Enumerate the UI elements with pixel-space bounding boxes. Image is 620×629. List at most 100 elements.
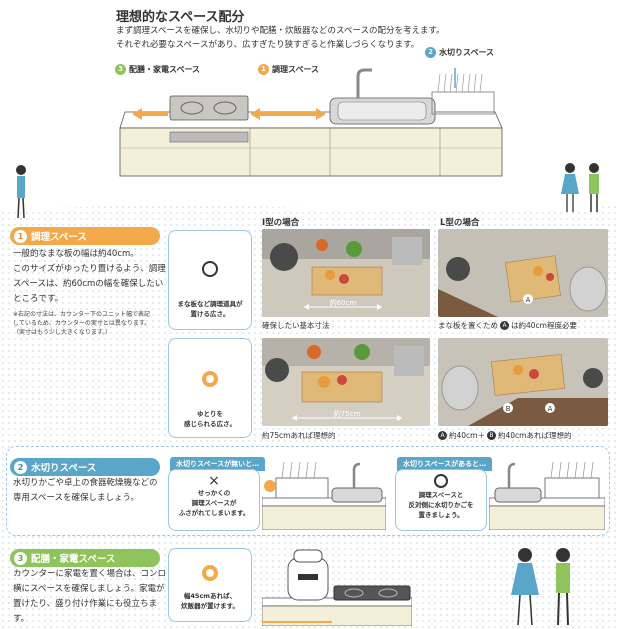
section-1-note: ※右記の寸法は、カウンター下のユニット幅で表記 しているため、カウンターの実寸と… [13, 310, 168, 337]
label-draining-space: 2 水切りスペース [425, 47, 494, 58]
photo-i-type-60cm: 約60cm [262, 229, 430, 317]
photo-i-type-75cm: 約75cm [262, 338, 430, 426]
section-2-body: 水切りかごや卓上の食器乾燥機などの 専用スペースを確保しましょう。 [13, 476, 173, 506]
double-circle-mark-icon [202, 565, 218, 581]
tag-with-draining: 水切りスペースがあると… [397, 457, 493, 471]
intro-line-2: それぞれ必要なスペースがあり、広すぎたり狭すぎると作業しづらくなります。 [116, 40, 420, 50]
tag-without-draining: 水切りスペースが無いと… [170, 457, 266, 471]
photo-i-type-60cm-caption: 確保したい基本寸法 [262, 321, 330, 330]
body-line: 置けたり、盛り付け作業にも役立ちます。 [13, 599, 158, 624]
people-pair-bottom-right-illustration [511, 548, 570, 626]
caption-line: 感じられる広さ。 [184, 420, 236, 428]
illustration-without-draining [262, 461, 386, 530]
body-line: スペースは、約60cmの幅を確保したい [13, 279, 164, 289]
caption-text: まな板を置くため [438, 321, 498, 330]
number-badge: 2 [425, 47, 436, 58]
photo-i-type-75cm-caption: 約75cmあれば理想的 [262, 431, 336, 440]
circle-mark-icon [202, 261, 218, 277]
photo-l-type-80cm: B A [438, 338, 608, 426]
case-i-type-title: I型の場合 [262, 218, 300, 228]
card-basic-space: まな板など調理道具が 置ける広さ。 [168, 230, 252, 330]
body-line: カウンターに家電を置く場合は、コンロ [13, 569, 167, 579]
marker-a-badge: A [438, 431, 447, 440]
marker-a: A [526, 296, 531, 304]
photo-l-type-80cm-illustration: B A [438, 338, 608, 426]
case-l-type-title: L型の場合 [440, 218, 480, 228]
section-1-banner: 1 調理スペース [10, 227, 160, 245]
dimension-label: 約75cm [334, 409, 361, 418]
caption-text: は約40cm程度必要 [511, 321, 577, 330]
number-badge: 1 [258, 64, 269, 75]
caption-line: せっかくの [197, 489, 231, 497]
person-woman-left-illustration [16, 165, 26, 219]
photo-l-type-40cm-caption: まな板を置くため A は約40cm程度必要 [438, 320, 577, 331]
photo-l-type-40cm-illustration: A [438, 229, 608, 317]
page-title: 理想的なスペース配分 [116, 10, 245, 25]
body-line: このサイズがゆったり置けるよう、調理 [13, 264, 166, 274]
section-number: 1 [14, 229, 27, 243]
photo-l-type-40cm: A [438, 229, 608, 317]
label-text: 水切りスペース [439, 48, 495, 57]
photo-i-type-60cm-illustration: 約60cm [262, 229, 430, 317]
note-line: （実寸はもう少し大きくなります。） [13, 329, 112, 336]
card-caption: まな板など調理道具が 置ける広さ。 [169, 299, 251, 319]
caption-text: 約40cmあれば理想的 [497, 431, 572, 440]
caption-text: 約40cm＋ [449, 431, 485, 440]
caption-line: 置ける広さ。 [190, 310, 230, 318]
double-circle-mark-icon [202, 371, 218, 387]
body-line: 水切りかごや卓上の食器乾燥機などの [13, 478, 158, 488]
note-line: しているため、カウンターの実寸とは異なります。 [13, 320, 151, 327]
body-line: 一般的なまな板の幅は約40cm。 [13, 249, 139, 259]
section-number: 3 [14, 551, 27, 565]
label-serving-space: 3 配膳・家電スペース [115, 64, 200, 75]
caption-line: 置きましょう。 [418, 511, 464, 519]
circle-mark-icon [434, 474, 448, 488]
card-caption: 幅45cmあれば、 炊飯器が置けます。 [169, 591, 251, 611]
section-3-banner: 3 配膳・家電スペース [10, 549, 160, 567]
intro-text: まず調理スペースを確保し、水切りや配膳・炊飯器などのスペースの配分を考えます。 … [116, 24, 445, 52]
marker-b-badge: B [486, 431, 496, 440]
card-caption: せっかくの 調理スペースが ふさがれてしまいます。 [169, 488, 259, 518]
caption-line: ゆとりを [197, 410, 223, 418]
section-title: 調理スペース [31, 232, 87, 243]
caption-line: まな板など調理道具が [177, 300, 243, 308]
number-badge: 3 [115, 64, 126, 75]
card-with-draining: 調理スペースと 反対側に水切りかごを 置きましょう。 [395, 469, 487, 531]
dimension-label: 約60cm [330, 298, 357, 307]
photo-i-type-75cm-illustration: 約75cm [262, 338, 430, 426]
section-3-body: カウンターに家電を置く場合は、コンロ 横にスペースを確保しましょう。家電が 置け… [13, 567, 173, 627]
caption-line: 調理スペースが [191, 499, 237, 507]
card-caption: ゆとりを 感じられる広さ。 [169, 409, 251, 429]
illustration-rice-cooker [262, 549, 412, 626]
marker-b: B [506, 405, 511, 413]
label-cooking-space: 1 調理スペース [258, 64, 319, 75]
photo-l-type-80cm-caption: A 約40cm＋ B 約40cmあれば理想的 [438, 430, 571, 441]
label-text: 調理スペース [272, 65, 320, 74]
card-comfortable-space: ゆとりを 感じられる広さ。 [168, 338, 252, 438]
section-1-body: 一般的なまな板の幅は約40cm。 このサイズがゆったり置けるよう、調理 スペース… [13, 247, 168, 307]
section-2-banner: 2 水切りスペース [10, 458, 160, 476]
marker-a-badge: A [500, 321, 509, 330]
card-caption: 調理スペースと 反対側に水切りかごを 置きましょう。 [396, 490, 486, 520]
note-line: ※右記の寸法は、カウンター下のユニット幅で表記 [13, 311, 151, 318]
caption-line: ふさがれてしまいます。 [178, 509, 250, 517]
caption-line: 炊飯器が置けます。 [181, 602, 239, 610]
body-line: 専用スペースを確保しましょう。 [13, 493, 139, 503]
marker-a: A [548, 405, 553, 413]
cross-mark-icon: × [208, 473, 220, 489]
caption-line: 幅45cmあれば、 [183, 592, 237, 600]
people-pair-top-right-illustration [561, 163, 599, 212]
section-title: 水切りスペース [31, 463, 97, 474]
section-number: 2 [14, 460, 27, 474]
body-line: 横にスペースを確保しましょう。家電が [13, 584, 165, 594]
illustration-with-draining [489, 461, 605, 530]
intro-line-1: まず調理スペースを確保し、水切りや配膳・炊飯器などのスペースの配分を考えます。 [116, 26, 445, 36]
caption-line: 反対側に水切りかごを [408, 501, 474, 509]
card-rice-cooker-space: 幅45cmあれば、 炊飯器が置けます。 [168, 548, 252, 622]
caption-line: 調理スペースと [418, 491, 464, 499]
kitchen-illustration [119, 68, 503, 177]
body-line: ところです。 [13, 294, 64, 304]
section-title: 配膳・家電スペース [31, 554, 116, 565]
label-text: 配膳・家電スペース [129, 65, 201, 74]
card-without-draining: × せっかくの 調理スペースが ふさがれてしまいます。 [168, 469, 260, 531]
